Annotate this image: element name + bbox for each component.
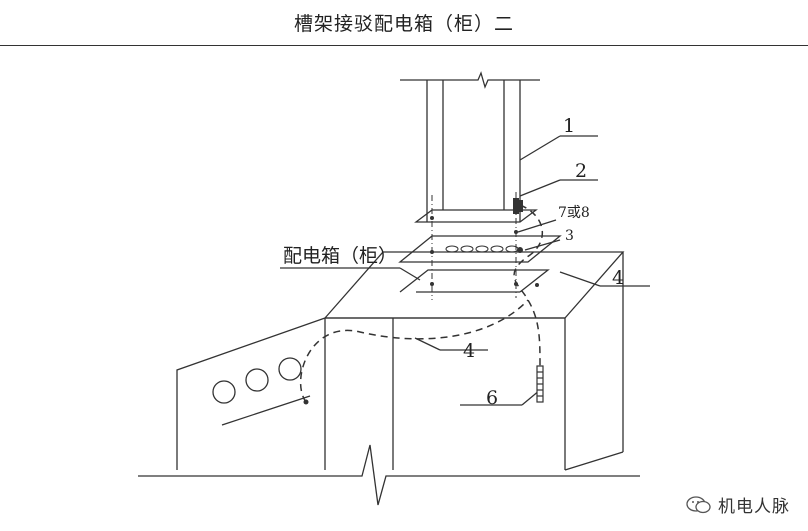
cabinet-door	[176, 317, 326, 470]
cover-plate	[398, 235, 562, 263]
tray-flange	[414, 209, 538, 223]
label-cabinet: 配电箱（柜）	[283, 245, 397, 267]
bolt-nut-1	[430, 216, 434, 220]
leader-3	[524, 239, 561, 251]
door-hole-3	[278, 357, 302, 381]
floor-line	[138, 444, 640, 506]
bolt-nut-2	[430, 250, 434, 254]
bolt-head-right-1	[513, 198, 519, 214]
tray-break-line	[400, 71, 540, 89]
bolt-nut-4	[514, 230, 518, 234]
cabinet-side-bottom	[564, 451, 624, 471]
label-4-top: 4	[612, 267, 624, 289]
title-bar: 槽架接驳配电箱（柜）二	[0, 0, 808, 46]
wechat-icon	[686, 495, 711, 513]
plate-knockout-3	[475, 245, 489, 253]
plate-knockout-1	[445, 245, 459, 253]
watermark: 机电人脉	[686, 492, 790, 517]
diagram-title: 槽架接驳配电箱（柜）二	[293, 13, 514, 35]
lower-plate	[399, 269, 550, 293]
leader-4a	[559, 271, 601, 287]
door-hole-1	[212, 380, 236, 404]
label-2: 2	[575, 160, 587, 182]
leader-78	[517, 219, 557, 233]
leader-2	[519, 179, 561, 197]
bolt-nut-5	[517, 247, 523, 253]
ground-wire-door	[299, 299, 529, 403]
label-3: 3	[565, 228, 574, 244]
bolt-nut-3	[430, 282, 434, 286]
watermark-text: 机电人脉	[718, 497, 790, 517]
label-7-or-8: 7或8	[558, 205, 590, 221]
plate-ground-point	[535, 283, 539, 287]
leader-4b	[414, 337, 441, 351]
leader-1	[519, 135, 561, 161]
plate-knockout-4	[490, 245, 504, 253]
plate-knockout-2	[460, 245, 474, 253]
label-4-front: 4	[463, 340, 475, 362]
label-1: 1	[563, 115, 575, 137]
door-handle-line	[221, 395, 311, 426]
leader-cabinet-diag	[399, 267, 421, 281]
door-hole-2	[245, 368, 269, 392]
label-6: 6	[486, 387, 498, 409]
